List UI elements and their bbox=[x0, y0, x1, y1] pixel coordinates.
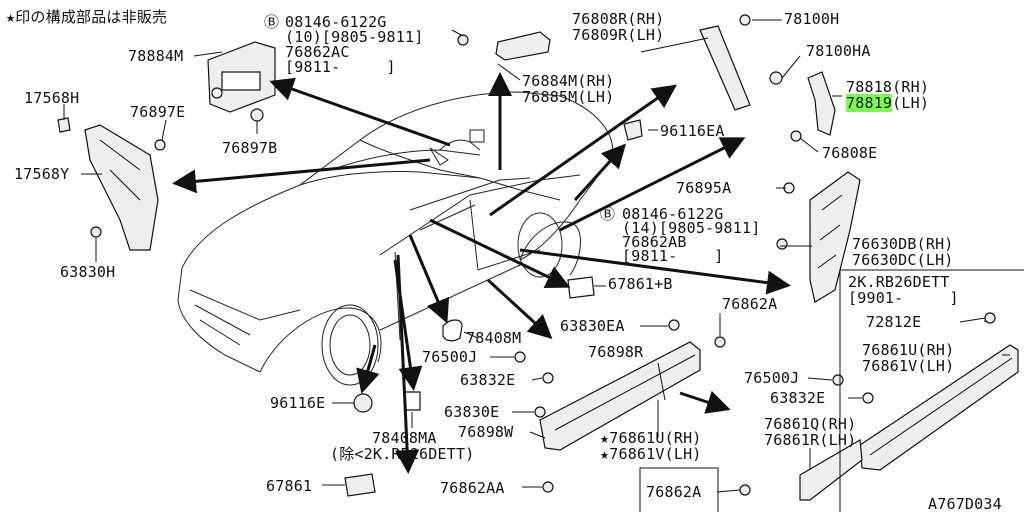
part-96116EA-shape bbox=[623, 119, 643, 141]
label-76898R[interactable]: 76898R bbox=[588, 343, 644, 361]
label-76862A[interactable]: 76862A bbox=[722, 295, 778, 313]
label-qty-10: (10)[9805-9811] bbox=[285, 28, 424, 46]
car-illustration bbox=[177, 91, 614, 386]
label-63832E-right[interactable]: 63832E bbox=[770, 389, 826, 407]
label-76862AC[interactable]: 76862AC bbox=[285, 43, 350, 61]
part-78884M-shape bbox=[207, 41, 276, 113]
label-67861[interactable]: 67861 bbox=[266, 477, 313, 495]
label-76898W[interactable]: 76898W bbox=[458, 423, 514, 441]
non-sale-note: ★印の構成部品は非販売 bbox=[6, 8, 168, 26]
label-76862A-bottom[interactable]: 76862A bbox=[646, 483, 702, 501]
part-96116E-shape bbox=[353, 393, 373, 413]
label-76808E[interactable]: 76808E bbox=[822, 144, 878, 162]
label-63832E-left[interactable]: 63832E bbox=[460, 371, 516, 389]
label-76861U-star-text: 76861U(RH) bbox=[609, 429, 702, 447]
label-76861V-star[interactable]: ★76861V(LH) bbox=[600, 445, 702, 463]
part-67861B-shape bbox=[567, 276, 595, 299]
label-qty-14: (14)[9805-9811] bbox=[622, 219, 761, 237]
fastener-shapes bbox=[57, 14, 996, 496]
label-17568H[interactable]: 17568H bbox=[24, 89, 80, 107]
label-76630DC[interactable]: 76630DC(LH) bbox=[852, 251, 954, 269]
part-78818-shape bbox=[807, 71, 836, 136]
label-76861U-rh[interactable]: 76861U(RH) bbox=[862, 341, 955, 359]
subassembly-title: 2K.RB26DETT bbox=[848, 273, 950, 291]
label-76861V-lh[interactable]: 76861V(LH) bbox=[862, 357, 955, 375]
part-76898R-shape bbox=[539, 341, 701, 451]
label-78819-side: (LH) bbox=[892, 94, 930, 112]
part-76861-side-sill-shape bbox=[799, 344, 1019, 501]
label-63830EA[interactable]: 63830EA bbox=[560, 317, 625, 335]
diagram-code: A767D034 bbox=[928, 495, 1002, 513]
label-76884M[interactable]: 76884M(RH) bbox=[522, 72, 615, 90]
subassembly-range: [9901- ] bbox=[848, 289, 959, 307]
label-76885M[interactable]: 76885M(LH) bbox=[522, 88, 615, 106]
label-78819[interactable]: 78819(LH) bbox=[846, 94, 930, 112]
label-range-9811-1: [9811- ] bbox=[285, 58, 396, 76]
part-67861-shape bbox=[344, 473, 376, 497]
label-96116E[interactable]: 96116E bbox=[270, 394, 326, 412]
label-76861R[interactable]: 76861R(LH) bbox=[764, 431, 857, 449]
label-76897B[interactable]: 76897B bbox=[222, 139, 278, 157]
label-63830E[interactable]: 63830E bbox=[444, 403, 500, 421]
label-76808R[interactable]: 76808R(RH) bbox=[572, 10, 665, 28]
label-76630DB[interactable]: 76630DB(RH) bbox=[852, 235, 954, 253]
bolt-marker-b1: Ⓑ bbox=[264, 13, 280, 31]
leader-lines bbox=[63, 19, 1010, 493]
label-76500J-right[interactable]: 76500J bbox=[744, 369, 800, 387]
label-78818[interactable]: 78818(RH) bbox=[846, 78, 930, 96]
subassembly-box bbox=[639, 269, 1024, 512]
label-76500J-left[interactable]: 76500J bbox=[422, 348, 478, 366]
label-63830H[interactable]: 63830H bbox=[60, 263, 116, 281]
part-17568Y-shape bbox=[84, 124, 159, 251]
part-76630DB-shape bbox=[809, 171, 861, 303]
label-78408MA[interactable]: 78408MA bbox=[372, 429, 437, 447]
label-76895A[interactable]: 76895A bbox=[676, 179, 732, 197]
label-72812E[interactable]: 72812E bbox=[866, 313, 922, 331]
part-78408MA-shape bbox=[404, 391, 421, 411]
label-76862AA[interactable]: 76862AA bbox=[440, 479, 505, 497]
label-96116EA[interactable]: 96116EA bbox=[660, 122, 725, 140]
label-76809R[interactable]: 76809R(LH) bbox=[572, 26, 665, 44]
label-78100H[interactable]: 78100H bbox=[784, 10, 840, 28]
label-76897E[interactable]: 76897E bbox=[130, 103, 186, 121]
label-78884M[interactable]: 78884M bbox=[128, 47, 184, 65]
label-range-9811-2: [9811- ] bbox=[622, 247, 724, 265]
part-76808R-shape bbox=[699, 25, 751, 111]
label-76861U-star[interactable]: ★76861U(RH) bbox=[600, 429, 702, 447]
bolt-marker-b2: Ⓑ bbox=[600, 205, 616, 223]
label-78100HA[interactable]: 78100HA bbox=[806, 42, 871, 60]
part-78408M-shape bbox=[442, 319, 463, 342]
part-76884M-clip-shape bbox=[495, 31, 551, 61]
label-78408M[interactable]: 78408M bbox=[466, 329, 522, 347]
indicator-arrows bbox=[172, 72, 791, 474]
label-76862AB[interactable]: 76862AB bbox=[622, 233, 687, 251]
label-08146-6122G-2[interactable]: 08146-6122G bbox=[622, 205, 724, 223]
label-08146-6122G-1[interactable]: 08146-6122G bbox=[285, 13, 387, 31]
label-78819-code: 78819 bbox=[846, 94, 893, 112]
label-76861Q[interactable]: 76861Q(RH) bbox=[764, 415, 857, 433]
label-78408MA-note: (除<2K.RB26DETT) bbox=[330, 445, 475, 463]
label-76861V-star-text: 76861V(LH) bbox=[609, 445, 702, 463]
label-17568Y[interactable]: 17568Y bbox=[14, 165, 70, 183]
label-67861B[interactable]: 67861+B bbox=[608, 275, 673, 293]
